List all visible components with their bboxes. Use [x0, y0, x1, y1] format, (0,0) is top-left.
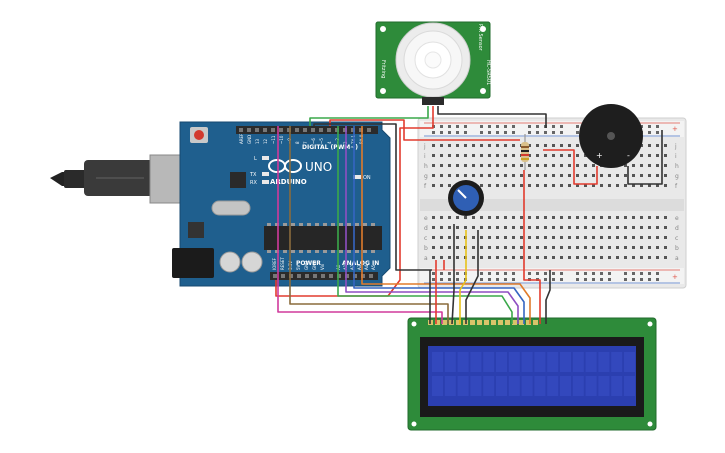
- power-jack: [172, 248, 214, 278]
- usb-plug-tip: [50, 172, 66, 186]
- wire-pir-vcc: [275, 106, 434, 297]
- pin-label: ~5: [319, 138, 324, 144]
- pin-label: 5V: [296, 264, 301, 270]
- wires: [275, 106, 663, 325]
- row-letter: d: [675, 225, 679, 232]
- pin-label: A2: [350, 264, 355, 270]
- pin-label: Vin: [320, 263, 325, 270]
- pin-label: ~10: [279, 135, 284, 144]
- pin-label: GND: [304, 261, 309, 270]
- wire-d4: [337, 126, 513, 324]
- row-letter: f: [424, 183, 427, 190]
- row-letter: a: [424, 255, 428, 262]
- row-letter: g: [675, 173, 679, 180]
- wire-d5: [345, 126, 519, 324]
- pin-label: RESET: [280, 257, 285, 270]
- rail-plus-label: +: [672, 125, 678, 133]
- rail-plus-label-bottom: +: [672, 273, 678, 281]
- wire-e: [289, 126, 449, 324]
- row-letter: i: [675, 153, 677, 160]
- wire-buzzer-plus: [543, 149, 598, 185]
- pin-label: 12: [263, 138, 268, 144]
- pin-label: A3: [357, 264, 362, 270]
- wire-d6: [353, 126, 525, 324]
- analog-header-label: ANALOG IN: [342, 260, 379, 267]
- row-letter: e: [424, 215, 428, 222]
- pin-label: AREF: [239, 133, 244, 144]
- model-label: UNO: [305, 160, 332, 174]
- row-letter: h: [675, 163, 679, 170]
- pir-side-label: PIR Sensor: [477, 24, 483, 52]
- row-letter: i: [424, 153, 426, 160]
- pin-label: 13: [255, 138, 260, 144]
- row-letter: c: [675, 235, 678, 242]
- led-rx-label: RX: [250, 180, 257, 186]
- wire-pot-gnd: [451, 224, 455, 325]
- pin-label: A4: [364, 264, 369, 270]
- row-letter: b: [675, 245, 679, 252]
- wire-d7: [361, 126, 531, 324]
- row-letter: b: [424, 245, 428, 252]
- pin-label: A5: [371, 264, 376, 270]
- wire-pir-gnd: [437, 106, 547, 128]
- row-letter: j: [674, 143, 677, 150]
- row-letter: d: [424, 225, 428, 232]
- lcd-16x2: [407, 317, 657, 431]
- wire-gnd: [313, 123, 432, 271]
- row-letter: c: [424, 235, 427, 242]
- buzzer-minus-label: -: [627, 151, 630, 160]
- on-label: ON: [363, 175, 371, 181]
- row-letter: e: [675, 215, 679, 222]
- pir-sensor: PIR Sensor HC-SR501 Fritzing: [375, 21, 491, 105]
- pin-label: 7: [303, 141, 308, 144]
- power-header-label: POWER: [296, 260, 321, 267]
- row-letter: h: [424, 163, 428, 170]
- wire-led-anode: [523, 170, 541, 324]
- wire-buzzer-minus: [627, 130, 663, 185]
- resistor: [521, 134, 529, 170]
- row-letter: f: [675, 183, 678, 190]
- row-letter: g: [424, 173, 428, 180]
- wire-pir-out: [309, 106, 429, 126]
- arduino-uno: DIGITAL (PWM~) POWER ANALOG IN ARDUINO U…: [50, 121, 391, 287]
- wire-buzzer-signal: [329, 119, 520, 141]
- pin-label: 8: [295, 141, 300, 144]
- row-letter: j: [423, 143, 426, 150]
- piezo-buzzer: + -: [579, 104, 643, 168]
- row-letter: a: [675, 255, 679, 262]
- pir-brand-label: Fritzing: [380, 60, 386, 78]
- pin-label: ~11: [271, 135, 276, 144]
- pot-knob-indicator: [457, 189, 467, 199]
- pin-label: GND: [312, 261, 317, 270]
- led-tx-label: TX: [249, 172, 257, 178]
- wire-lcd-v0: [459, 230, 467, 324]
- digital-header-label: DIGITAL (PWM~): [302, 144, 358, 151]
- arduino-logo-icon: [268, 159, 302, 173]
- buzzer-plus-label: +: [596, 151, 603, 160]
- pir-pins: [422, 97, 444, 105]
- atmega-chip: [264, 226, 382, 250]
- pin-label: ~6: [311, 138, 316, 144]
- potentiometer: [448, 180, 484, 216]
- pin-label: IOREF: [272, 257, 277, 270]
- pir-model-label: HC-SR501: [485, 60, 491, 85]
- wire-lcd-rw: [465, 230, 479, 324]
- led-l-label: L: [254, 156, 257, 162]
- brand-label: ARDUINO: [270, 178, 307, 186]
- pin-label: GND: [247, 135, 252, 144]
- wire-rs: [277, 126, 443, 324]
- wire-led-cathode: [545, 270, 551, 324]
- pin-label: 4: [327, 141, 332, 144]
- on-led: [353, 175, 361, 179]
- usb-cable-body: [64, 170, 86, 188]
